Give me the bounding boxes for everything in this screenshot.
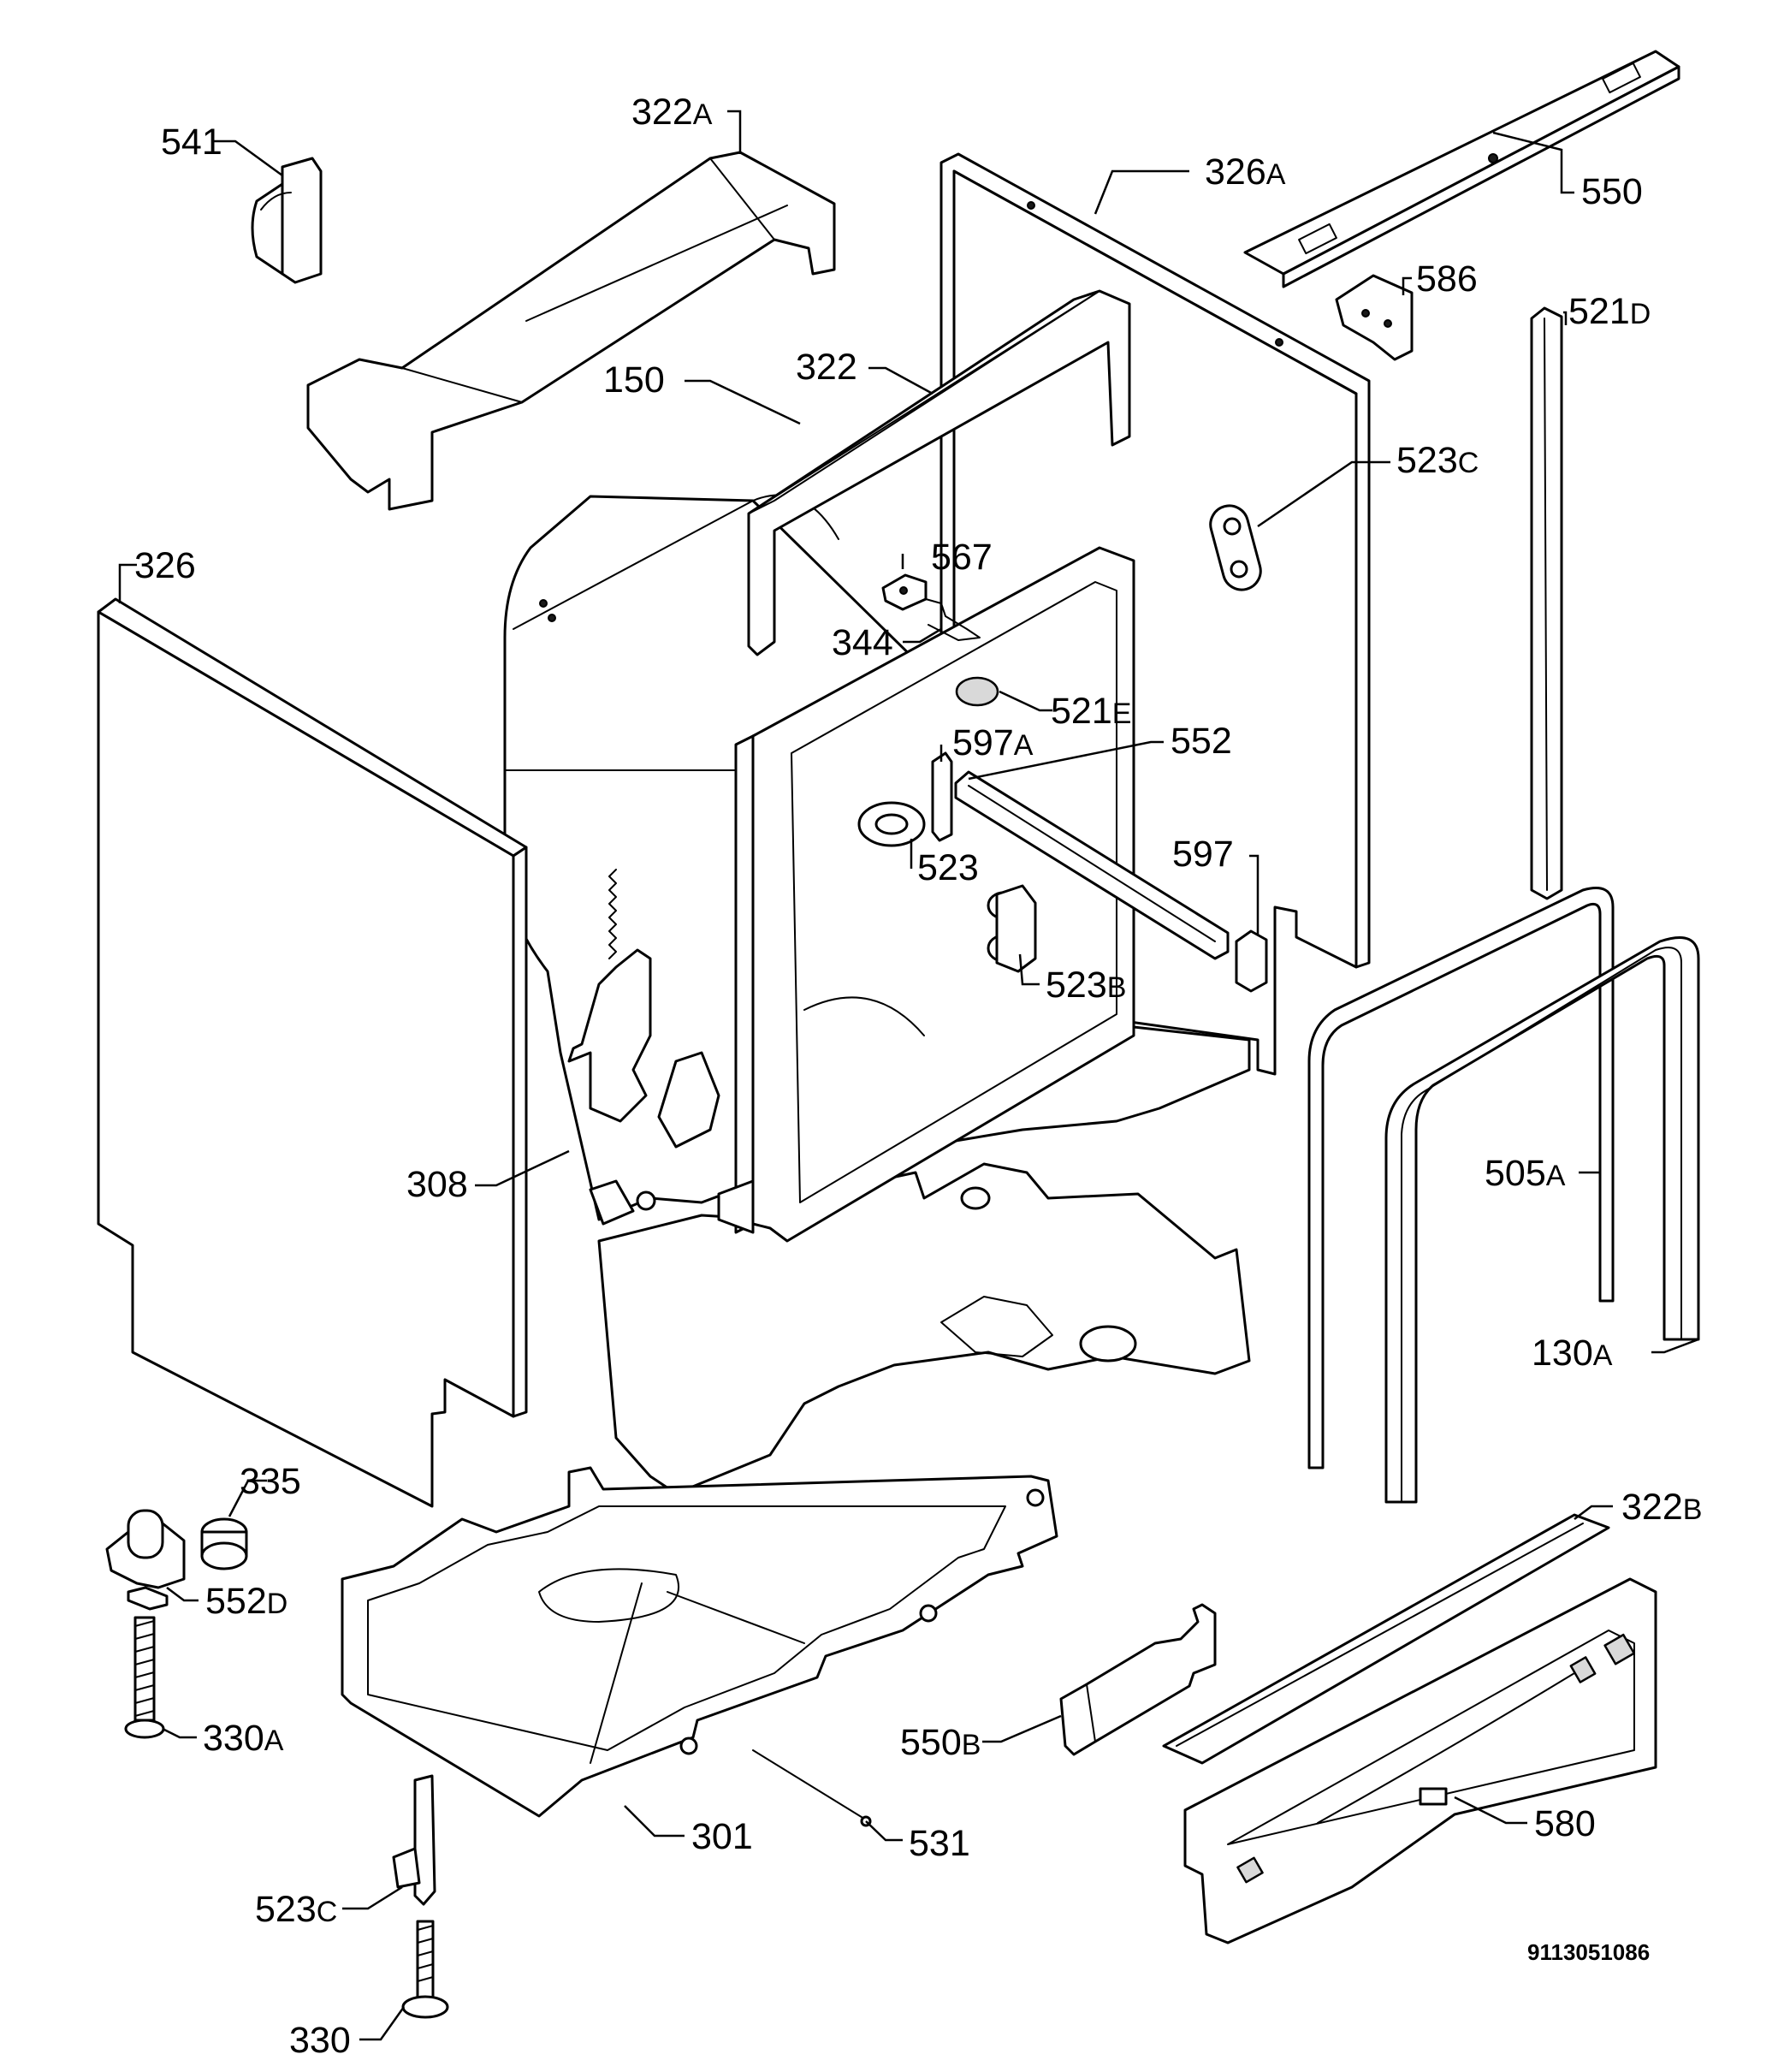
callout-586: 586	[1416, 258, 1478, 300]
callout-552d: 552D	[205, 1581, 287, 1622]
callout-130a: 130A	[1532, 1333, 1613, 1374]
callout-326a: 326A	[1205, 151, 1286, 193]
callout-330: 330	[289, 2020, 351, 2061]
callout-344: 344	[832, 622, 893, 663]
front-frame	[717, 546, 1135, 1243]
callout-541: 541	[161, 122, 222, 163]
callout-550b: 550B	[900, 1722, 981, 1763]
callout-567: 567	[931, 537, 993, 578]
leader-lines	[118, 110, 1699, 2041]
bracket-586	[1335, 274, 1414, 361]
hinge-clip-541	[251, 157, 323, 284]
callout-322: 322	[796, 347, 857, 388]
gasket-130a	[1384, 936, 1700, 1504]
callout-150: 150	[603, 359, 665, 401]
callout-523b: 523C	[1396, 440, 1479, 481]
callout-308: 308	[406, 1164, 468, 1205]
seal-strip-505a	[1530, 306, 1563, 900]
screw-330	[401, 1920, 449, 2019]
wire-531	[752, 1749, 872, 1827]
callout-597a: 597A	[952, 722, 1034, 763]
front-rail-322b	[1162, 1513, 1610, 1765]
latch-597a	[931, 751, 953, 842]
gear-335	[200, 1517, 248, 1570]
callout-326: 326	[134, 545, 196, 586]
rail-552	[954, 770, 1230, 960]
ring-521e	[857, 801, 926, 847]
callout-330a: 330A	[203, 1718, 284, 1759]
clip-597	[1235, 929, 1268, 993]
callout-550: 550	[1581, 171, 1643, 212]
fittings-523	[987, 884, 1037, 973]
callout-552: 552	[1171, 721, 1232, 762]
callout-521e: 523	[917, 847, 979, 888]
bracket-523c	[392, 1774, 436, 1906]
inner-frame-322	[747, 289, 1131, 656]
callout-505: 505A	[1485, 1153, 1566, 1194]
callout-521d: 521E	[1051, 691, 1131, 732]
callout-labels: 541 322A 326A 550 586 521D 150 322 523C …	[134, 92, 1702, 2061]
callout-531: 531	[909, 1823, 970, 1864]
spring-344	[925, 598, 981, 641]
top-frame-322a	[306, 151, 836, 511]
callout-322b: 322B	[1621, 1487, 1702, 1528]
callout-523: 523B	[1046, 965, 1126, 1006]
cap-521d	[955, 676, 999, 707]
gasket-505	[1307, 887, 1615, 1469]
callout-301: 301	[691, 1816, 753, 1857]
callout-335: 335	[240, 1461, 301, 1502]
document-number: 9113051086	[1527, 1939, 1650, 1965]
side-panel-326	[97, 597, 528, 1508]
callout-322a: 322A	[631, 92, 713, 133]
grommet-523b	[1209, 504, 1262, 591]
kick-plate-580	[1183, 1577, 1657, 1944]
top-rail-550	[1243, 50, 1680, 288]
callout-580: 580	[1534, 1803, 1596, 1844]
valve-552d	[105, 1509, 186, 1611]
base-tray-301	[341, 1466, 1058, 1818]
clip-567	[881, 573, 928, 611]
screw-330a	[124, 1616, 165, 1739]
callout-597: 597	[1172, 834, 1234, 875]
callout-505a: 521D	[1568, 291, 1651, 332]
bracket-550b	[1059, 1603, 1217, 1756]
hinge-assembly-308	[567, 869, 720, 1226]
